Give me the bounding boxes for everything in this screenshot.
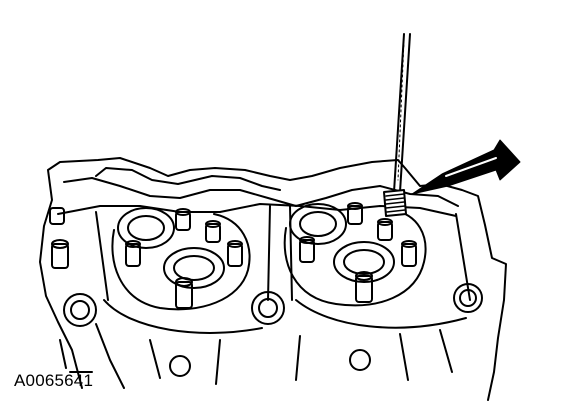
figure-code: A0065641 <box>14 371 94 390</box>
cylinder-head-outline <box>39 157 507 401</box>
right-combustion-chamber <box>283 203 427 307</box>
lower-casting <box>59 323 453 389</box>
head-bolt-holes <box>63 283 483 377</box>
brush-tool-icon <box>383 33 411 217</box>
arrow-icon <box>411 139 521 195</box>
right-valve-bosses <box>299 202 417 303</box>
left-valve-bosses <box>49 207 243 309</box>
left-combustion-chamber <box>111 207 251 311</box>
walls <box>95 205 471 334</box>
